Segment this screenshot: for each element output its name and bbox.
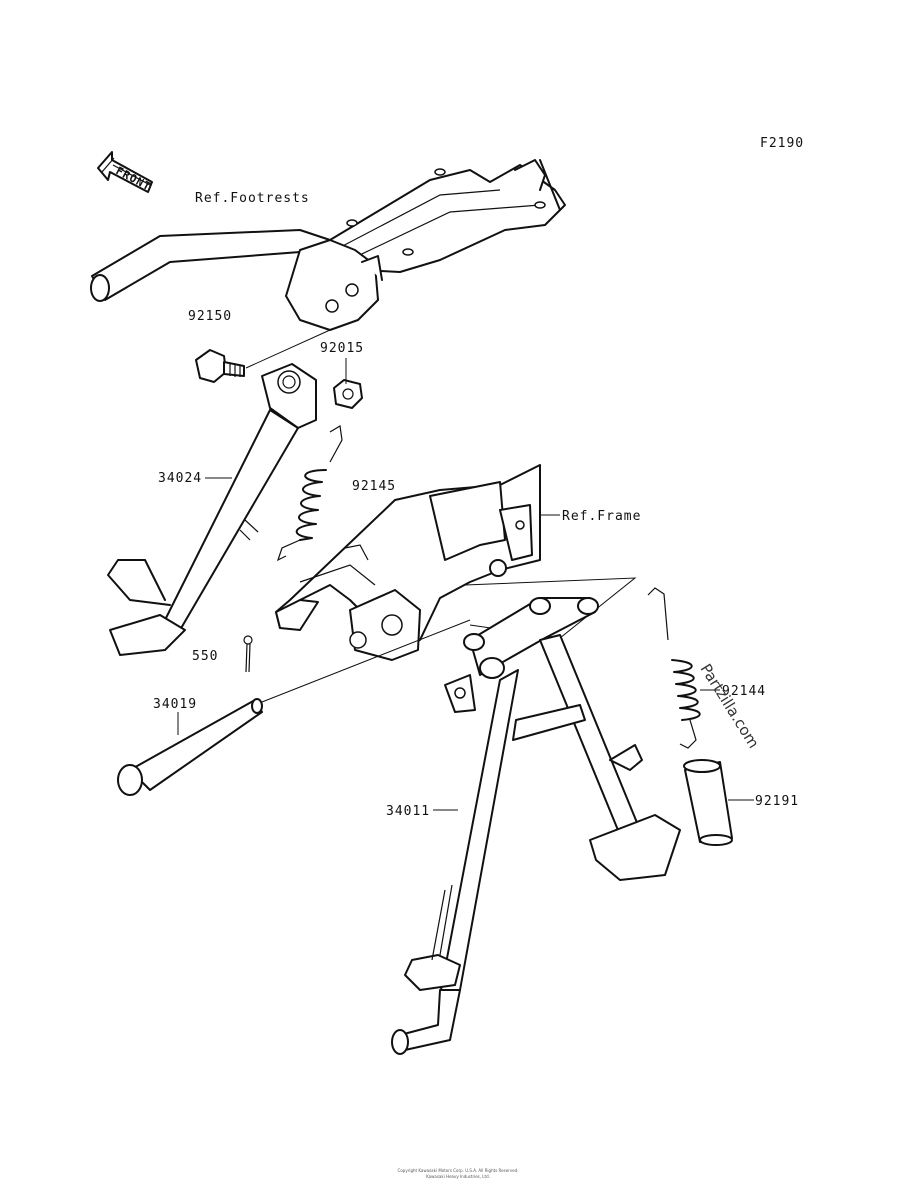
callout-92191: 92191 <box>755 794 799 809</box>
side-stand-34024 <box>107 363 317 656</box>
figure-code: F2190 <box>760 136 804 151</box>
ref-footrests-label: Ref.Footrests <box>195 191 310 206</box>
callout-92145: 92145 <box>352 479 396 494</box>
front-arrow-label: FRONT <box>114 164 154 193</box>
footer-line-1: Copyright Kawasaki Motors Corp. U.S.A. A… <box>398 1168 519 1173</box>
spring-92145 <box>276 425 343 562</box>
bolt-92150 <box>195 349 245 383</box>
center-stand-34011 <box>391 597 681 1055</box>
callout-34019: 34019 <box>153 697 197 712</box>
watermark: Partzilla.com <box>697 661 763 752</box>
callout-550: 550 <box>192 649 218 664</box>
frame-section <box>275 464 541 661</box>
front-arrow-icon: FRONT <box>97 151 154 194</box>
footrest-assembly <box>90 159 566 331</box>
callout-92150: 92150 <box>188 309 232 324</box>
pivot-shaft-34019 <box>117 619 471 796</box>
nut-92015 <box>333 379 363 409</box>
ref-frame-label: Ref.Frame <box>562 509 641 524</box>
cotter-pin-550 <box>243 635 253 673</box>
callout-92015: 92015 <box>320 341 364 356</box>
sleeve-92191 <box>683 759 733 846</box>
callout-92144: 92144 <box>722 684 766 699</box>
footer-line-2: Kawasaki Heavy Industries, Ltd. <box>426 1174 490 1179</box>
spring-92144 <box>647 587 701 749</box>
callout-34024: 34024 <box>158 471 202 486</box>
callout-34011: 34011 <box>386 804 430 819</box>
